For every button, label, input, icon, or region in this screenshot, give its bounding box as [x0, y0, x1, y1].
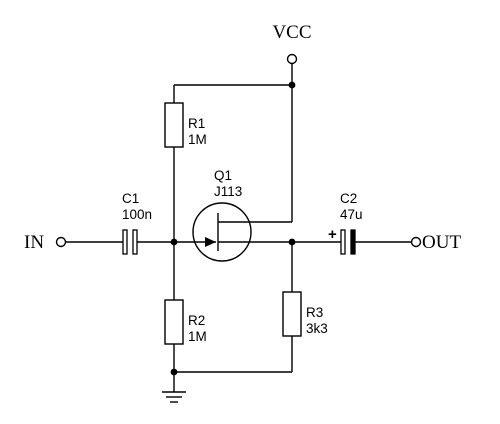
- c2-value: 47u: [340, 207, 363, 222]
- c2-polarity-mark: +: [328, 226, 337, 243]
- vcc-terminal-icon: [286, 53, 298, 65]
- r3-value: 3k3: [306, 321, 328, 336]
- input-label: IN: [24, 232, 44, 253]
- resistor-r1-body: [164, 102, 184, 148]
- jfet-q1-icon: [174, 202, 252, 262]
- input-terminal-icon: [55, 236, 67, 248]
- capacitor-c1-icon: [122, 229, 138, 255]
- output-terminal-icon: [410, 236, 422, 248]
- r3-ref: R3: [306, 305, 323, 320]
- c2-ref: C2: [340, 191, 357, 206]
- junction-source: [288, 238, 296, 246]
- junction-ground: [170, 368, 178, 376]
- q1-value: J113: [214, 184, 242, 199]
- resistor-r3-body: [282, 291, 302, 337]
- c1-ref: C1: [122, 191, 139, 206]
- junction-top: [288, 81, 296, 89]
- r2-ref: R2: [188, 313, 205, 328]
- output-label: OUT: [422, 232, 461, 253]
- c1-value: 100n: [122, 207, 152, 222]
- junctions: [170, 81, 296, 376]
- r1-value: 1M: [188, 132, 207, 147]
- capacitor-c2-icon: [340, 229, 356, 255]
- r2-value: 1M: [188, 329, 207, 344]
- resistor-r2-body: [164, 299, 184, 345]
- r1-ref: R1: [188, 116, 205, 131]
- vcc-label: VCC: [272, 22, 311, 43]
- q1-ref: Q1: [214, 168, 232, 183]
- wires: [65, 63, 412, 392]
- ground-icon: [162, 391, 186, 403]
